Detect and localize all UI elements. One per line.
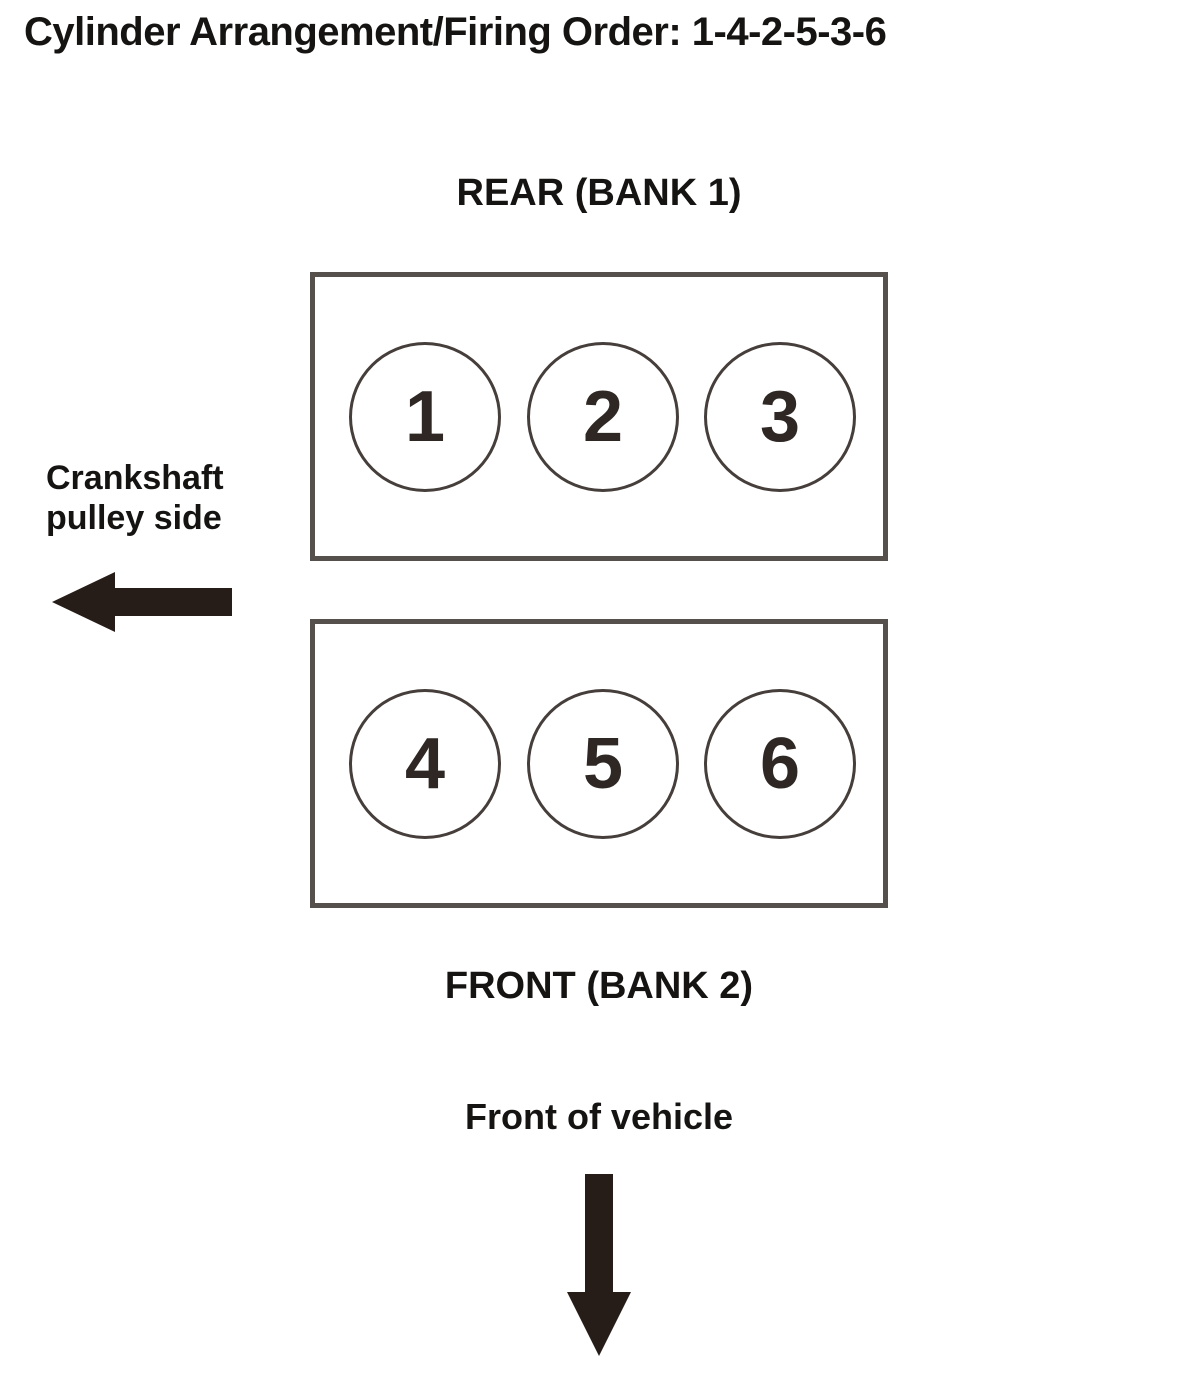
cylinder-4-circle: 4 [349,689,501,839]
page-title: Cylinder Arrangement/Firing Order: 1-4-2… [24,10,887,54]
cylinder-5-circle: 5 [527,689,679,839]
cylinder-3-number: 3 [759,377,801,457]
bank1-label: REAR (BANK 1) [456,172,742,214]
cylinder-6-circle: 6 [704,689,856,839]
crankshaft-pulley-side-label: Crankshaft pulley side [46,458,224,538]
cylinder-5-number: 5 [582,724,624,804]
bank2-label: FRONT (BANK 2) [444,965,754,1007]
cylinder-2-circle: 2 [527,342,679,492]
cylinder-3-circle: 3 [704,342,856,492]
down-arrow-icon [567,1174,631,1356]
cylinder-2-number: 2 [582,377,624,457]
crankshaft-label-line1: Crankshaft [46,459,224,497]
cylinder-1-circle: 1 [349,342,501,492]
cylinder-4-number: 4 [404,724,446,804]
cylinder-1-number: 1 [404,377,446,457]
crankshaft-label-line2: pulley side [46,499,222,537]
left-arrow-icon [52,572,232,632]
cylinder-6-number: 6 [759,724,801,804]
bank1-box: 1 2 3 [310,272,888,561]
bank2-box: 4 5 6 [310,619,888,908]
front-of-vehicle-label: Front of vehicle [464,1096,734,1137]
